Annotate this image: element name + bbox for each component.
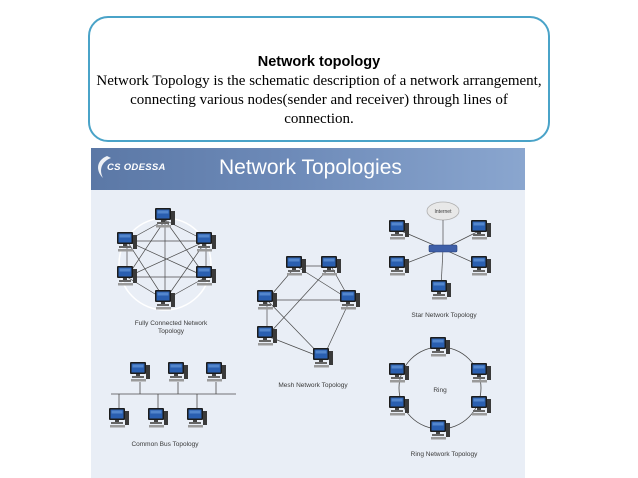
switch-icon bbox=[428, 244, 458, 253]
card-body: Network Topology is the schematic descri… bbox=[96, 72, 542, 129]
computer-icon bbox=[471, 363, 491, 383]
computer-icon bbox=[430, 337, 450, 357]
bus-topology: Common Bus Topology bbox=[109, 362, 236, 448]
computer-icon bbox=[155, 290, 175, 310]
fully-connected-topology: Fully Connected Network Topology bbox=[117, 208, 216, 335]
caption-fully-connected-1: Fully Connected Network bbox=[135, 320, 208, 327]
network-topologies-figure: CS ODESSA Network Topologies bbox=[91, 148, 525, 478]
computer-icon bbox=[168, 362, 188, 382]
computer-icon bbox=[286, 256, 306, 276]
caption-cloud: Internet bbox=[435, 209, 453, 215]
logo-text: CS ODESSA bbox=[107, 162, 166, 173]
logo-swoosh-icon bbox=[98, 156, 111, 178]
card-body-line-2: connecting various nodes(sender and rece… bbox=[130, 92, 508, 127]
caption-mesh: Mesh Network Topology bbox=[278, 382, 348, 389]
figure-banner: CS ODESSA Network Topologies bbox=[91, 148, 525, 190]
computer-icon bbox=[117, 266, 137, 286]
computer-icon bbox=[430, 420, 450, 440]
caption-star: Star Network Topology bbox=[411, 312, 477, 319]
computer-icon bbox=[389, 396, 409, 416]
computer-icon bbox=[206, 362, 226, 382]
card-body-line-1: Network Topology is the schematic descri… bbox=[96, 73, 542, 89]
computer-icon bbox=[471, 396, 491, 416]
computer-icon bbox=[148, 408, 168, 428]
star-topology: Internet Star Network Topology bbox=[389, 201, 491, 319]
topology-diagram: Fully Connected Network Topology Mesh Ne… bbox=[109, 201, 491, 458]
computer-icon bbox=[431, 280, 451, 300]
caption-bus: Common Bus Topology bbox=[131, 441, 199, 448]
banner-title: Network Topologies bbox=[219, 156, 402, 179]
computer-icon bbox=[389, 220, 409, 240]
computer-icon bbox=[109, 408, 129, 428]
mesh-topology: Mesh Network Topology bbox=[257, 256, 360, 389]
computer-icon bbox=[313, 348, 333, 368]
ring-topology: Ring Ring Network Topology bbox=[389, 337, 491, 458]
computer-icon bbox=[340, 290, 360, 310]
caption-ring: Ring Network Topology bbox=[411, 451, 478, 458]
computer-icon bbox=[130, 362, 150, 382]
computer-icon bbox=[471, 256, 491, 276]
computer-icon bbox=[257, 326, 277, 346]
computer-icon bbox=[187, 408, 207, 428]
caption-fully-connected-2: Topology bbox=[158, 328, 185, 335]
caption-ring-center: Ring bbox=[433, 387, 447, 394]
computer-icon bbox=[321, 256, 341, 276]
computer-icon bbox=[196, 266, 216, 286]
computer-icon bbox=[389, 363, 409, 383]
computer-icon bbox=[389, 256, 409, 276]
computer-icon bbox=[471, 220, 491, 240]
definition-card: Network topology Network Topology is the… bbox=[88, 16, 550, 142]
card-title: Network topology bbox=[257, 54, 381, 70]
